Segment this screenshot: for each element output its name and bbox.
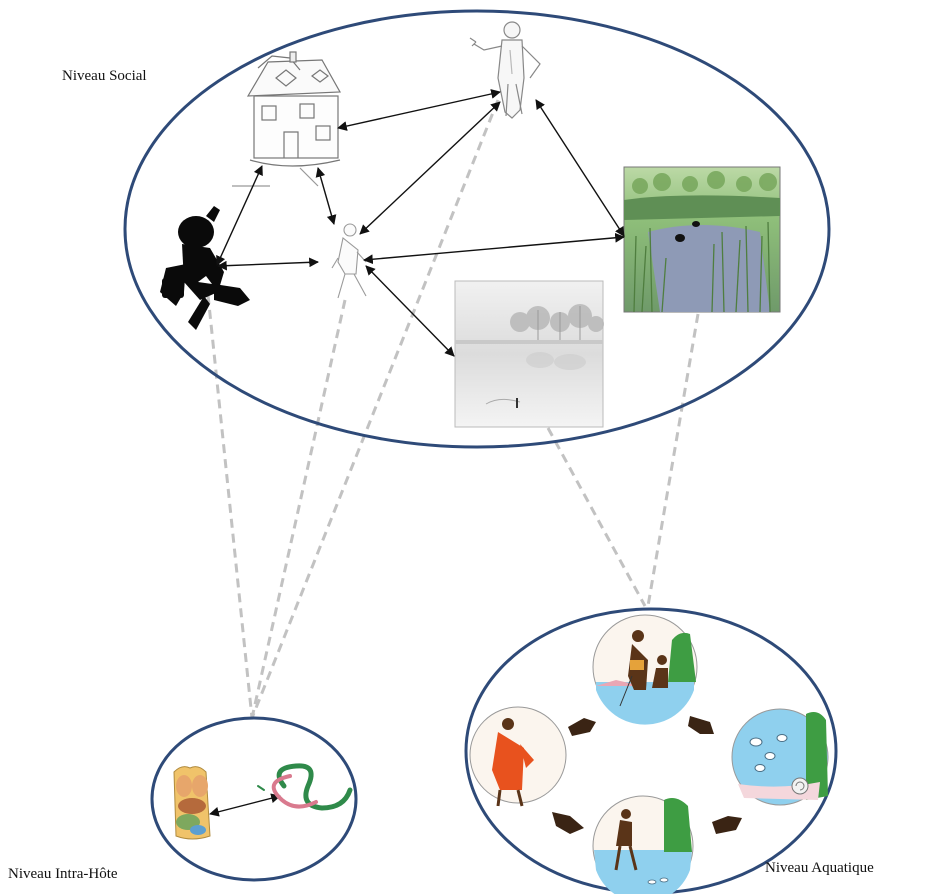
pointing-hand-icon <box>568 718 596 736</box>
arrow-house-official <box>337 89 501 131</box>
dashed-link-lake-aquatic <box>546 427 647 607</box>
walking-man-sketch-icon <box>331 223 367 299</box>
social-level-ellipse <box>123 9 831 449</box>
aquatic-scene-sick-man <box>469 706 567 807</box>
official-man-sketch-icon <box>469 21 541 119</box>
arrow-walker-pond <box>363 232 625 265</box>
arrow-child-walker <box>217 257 319 271</box>
intra-host-level-label: Niveau Intra-Hôte <box>8 866 118 882</box>
intra-host-ellipse <box>150 716 358 882</box>
aquatic-level-label: Niveau Aquatique <box>765 860 874 876</box>
dashed-link-child-host <box>206 294 254 719</box>
arrow-official-walker <box>359 101 501 235</box>
aquatic-scene-snails <box>731 708 829 806</box>
arrow-official-pond <box>535 99 625 237</box>
aquatic-scene-wading <box>592 795 694 894</box>
social-level-label: Niveau Social <box>62 68 147 84</box>
pointing-hand-icon <box>712 816 742 834</box>
human-organs-icon <box>173 766 211 840</box>
pointing-hand-icon <box>552 812 584 834</box>
arrow-organs-worm <box>209 793 281 817</box>
pointing-hand-icon <box>688 716 714 734</box>
arrow-walker-lake <box>365 265 455 357</box>
social-arrows <box>216 89 625 357</box>
running-child-silhouette-icon <box>160 206 250 330</box>
arrow-house-walker <box>315 167 337 225</box>
dashed-link-pond-aquatic <box>646 313 700 607</box>
schistosome-worm-icon <box>257 763 353 811</box>
misty-lake-photo-icon <box>454 280 604 428</box>
house-sketch-icon <box>232 51 342 187</box>
aquatic-scene-fishing <box>592 614 698 725</box>
reed-pond-painting-icon <box>623 166 781 313</box>
arrow-house-child <box>216 165 263 266</box>
dashed-link-walker-host <box>250 299 347 719</box>
